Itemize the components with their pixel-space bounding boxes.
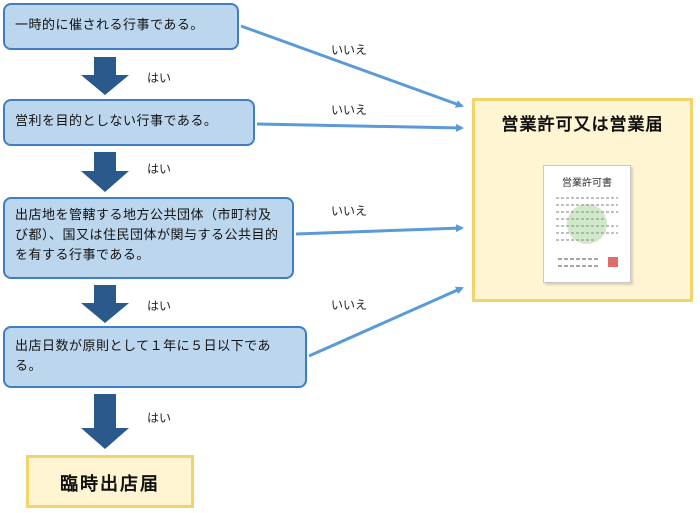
question-text-4: 出店日数が原則として１年に５日以下である。 [15, 339, 271, 374]
document-title: 営業許可書 [562, 178, 612, 189]
question-box-4: 出店日数が原則として１年に５日以下である。 [3, 326, 307, 388]
no-arrow-2 [256, 122, 464, 132]
no-label-1: いいえ [331, 43, 368, 57]
no-label-2: いいえ [331, 103, 368, 117]
question-text-3: 出店地を管轄する地方公共団体（市町村及び都）、国又は住民団体が関与する公共目的を… [15, 208, 279, 263]
document-icon [556, 197, 618, 267]
question-text-2: 営利を目的としない行事である。 [15, 114, 218, 129]
no-arrow-3 [295, 224, 464, 236]
yes-arrow-4 [81, 394, 129, 449]
question-box-2: 営利を目的としない行事である。 [3, 99, 255, 146]
yes-arrow-1 [81, 57, 129, 95]
no-arrow-1 [240, 24, 464, 108]
question-box-1: 一時的に催される行事である。 [3, 3, 239, 50]
yes-label-1: はい [147, 71, 172, 85]
result-title-temporary: 臨時出店届 [60, 474, 160, 495]
result-box-permit: 営業許可又は営業届 営業許可書 [472, 98, 693, 302]
permit-document-illustration: 営業許可書 [543, 165, 631, 283]
no-label-3: いいえ [331, 204, 368, 218]
question-box-3: 出店地を管轄する地方公共団体（市町村及び都）、国又は住民団体が関与する公共目的を… [3, 197, 294, 279]
result-title-permit: 営業許可又は営業届 [501, 115, 664, 135]
no-arrow-4 [308, 286, 464, 358]
no-label-4: いいえ [331, 298, 368, 312]
yes-arrow-2 [81, 152, 129, 192]
result-box-temporary: 臨時出店届 [26, 455, 194, 508]
yes-label-2: はい [147, 162, 172, 176]
yes-label-4: はい [147, 411, 172, 425]
yes-label-3: はい [147, 299, 172, 313]
question-text-1: 一時的に催される行事である。 [15, 18, 204, 33]
yes-arrow-3 [81, 285, 129, 323]
